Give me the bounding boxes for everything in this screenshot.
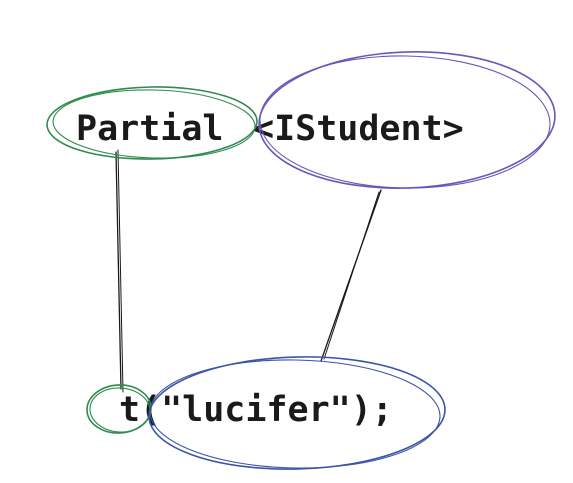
green-ellipse-partial [46, 86, 258, 160]
blue-ellipse-call-arguments [148, 356, 446, 470]
connector-istudent-to-args-stroke2 [323, 191, 380, 360]
connector-partial-to-t-stroke2 [117, 149, 124, 393]
type-argument-text: <IStudent> [253, 109, 464, 149]
type-name-text: Partial [76, 109, 224, 149]
purple-ellipse-istudent [258, 51, 556, 189]
connectors [115, 149, 382, 393]
call-arguments-text: ("lucifer"); [140, 390, 393, 430]
function-name-text: t [119, 390, 140, 430]
connector-partial-to-t [115, 151, 122, 390]
